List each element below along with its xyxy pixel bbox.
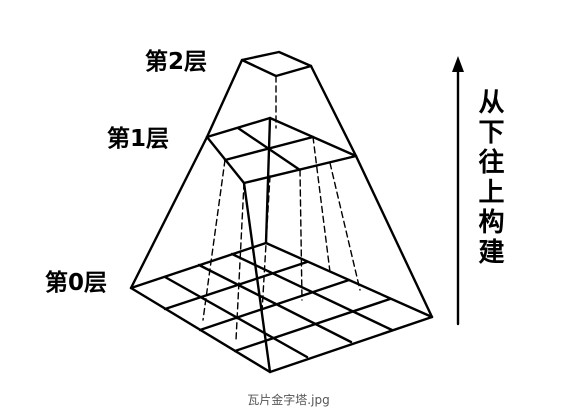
build-direction-label: 从下往上构建	[474, 88, 504, 268]
level-0-grid	[129, 241, 434, 374]
level-1-grid	[205, 116, 358, 185]
level-2-label: 第2层	[145, 49, 208, 75]
projection-line	[235, 182, 245, 341]
edge-front	[242, 181, 272, 374]
level-0-gridline	[233, 297, 392, 353]
edge-left-upper	[205, 58, 244, 139]
projection-lines	[202, 75, 361, 341]
arrow-up-icon	[452, 56, 464, 72]
level-0-label: 第0层	[45, 270, 108, 296]
projection-line	[329, 162, 361, 291]
projection-line	[312, 136, 331, 273]
edge-right-upper	[309, 64, 358, 158]
build-direction-arrow	[452, 56, 464, 326]
edge-right-lower	[354, 154, 434, 319]
pyramid-edges	[129, 58, 434, 374]
projection-line	[299, 169, 303, 301]
level-0-gridline	[198, 278, 351, 332]
level-2-tile	[240, 50, 313, 78]
level-1-outline	[205, 116, 358, 185]
level-1-gridline	[236, 126, 302, 172]
level-1-label: 第1层	[107, 126, 170, 152]
projection-line	[202, 159, 226, 321]
projection-line	[261, 175, 271, 313]
edge-left-lower	[129, 135, 209, 290]
level-0-gridline	[197, 263, 353, 344]
image-caption: 瓦片金字塔.jpg	[247, 393, 330, 407]
level-2-outline	[240, 50, 313, 78]
level-0-gridline	[163, 260, 309, 311]
